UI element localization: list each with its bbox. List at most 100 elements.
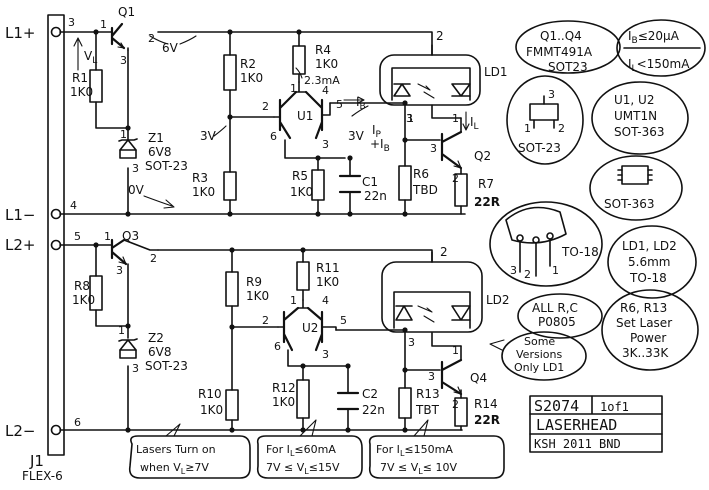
svg-text:P0805: P0805 xyxy=(538,315,576,329)
svg-text:7V ≤ VL≤ 10V: 7V ≤ VL≤ 10V xyxy=(380,461,457,476)
sot23-chip-icon xyxy=(529,103,559,121)
note-ld-package: LD1, LD2 5.6mm TO-18 xyxy=(607,225,697,299)
ld2-label: LD2 xyxy=(486,293,510,307)
zener-z1: 1 3 Z1 6V8 SOT-23 xyxy=(118,128,188,175)
terminal-l2-minus: L2− xyxy=(5,422,35,440)
svg-text:R6, R13: R6, R13 xyxy=(620,301,667,315)
q3-label: Q3 xyxy=(122,229,139,243)
svg-text:Lasers Turn on: Lasers Turn on xyxy=(136,443,216,456)
svg-text:C2: C2 xyxy=(362,387,378,401)
capacitor-c1: C1 22n xyxy=(338,174,387,203)
svg-text:R8: R8 xyxy=(74,279,90,293)
svg-text:R5: R5 xyxy=(292,169,308,183)
resistor-r10: R10 1K0 xyxy=(198,387,239,421)
svg-text:TO-18: TO-18 xyxy=(561,245,599,259)
channel-1-wiring: VL 0V xyxy=(59,31,466,215)
svg-text:3: 3 xyxy=(430,142,437,155)
svg-text:6: 6 xyxy=(274,340,281,353)
svg-text:1: 1 xyxy=(100,18,107,31)
svg-text:7V ≤ VL≤15V: 7V ≤ VL≤15V xyxy=(266,461,340,476)
svg-text:6V8: 6V8 xyxy=(148,345,171,359)
resistor-r5: R5 1K0 xyxy=(290,169,325,201)
svg-text:Q1..Q4: Q1..Q4 xyxy=(540,29,582,43)
svg-text:R1: R1 xyxy=(72,71,88,85)
svg-text:1: 1 xyxy=(290,294,297,307)
sheet-number: 1of1 xyxy=(600,400,629,414)
svg-text:22R: 22R xyxy=(474,413,500,427)
svg-text:3K..33K: 3K..33K xyxy=(622,346,669,360)
svg-text:For IL≤60mA: For IL≤60mA xyxy=(266,443,336,458)
svg-text:R14: R14 xyxy=(474,397,498,411)
svg-text:Z1: Z1 xyxy=(148,131,164,145)
connector-j1: L1+ L1− L2+ L2− J1 FLEX-6 3 4 5 6 xyxy=(5,14,81,483)
svg-text:Z2: Z2 xyxy=(148,331,164,345)
svg-text:1K0: 1K0 xyxy=(240,71,263,85)
svg-text:R10: R10 xyxy=(198,387,222,401)
note-q-package: Q1..Q4 FMMT491A SOT23 xyxy=(515,20,621,74)
svg-text:SOT-23: SOT-23 xyxy=(145,359,188,373)
note-lasers-turn-on: Lasers Turn on when VL≥7V xyxy=(128,423,251,479)
transistor-q1: Q1 3 1 2 6V xyxy=(100,5,197,67)
svg-text:3: 3 xyxy=(132,162,139,175)
svg-text:R2: R2 xyxy=(240,57,256,71)
note-ldz-60ma: For IL≤60mA 7V ≤ VL≤15V xyxy=(256,419,363,479)
pin-label-5: 5 xyxy=(74,230,81,243)
svg-text:3: 3 xyxy=(408,336,415,349)
svg-text:2: 2 xyxy=(558,122,565,135)
svg-text:2: 2 xyxy=(150,252,157,265)
svg-text:3: 3 xyxy=(428,370,435,383)
svg-text:3: 3 xyxy=(132,362,139,375)
ib-label: IB xyxy=(356,95,366,112)
svg-text:2: 2 xyxy=(262,100,269,113)
terminal-l2-plus: L2+ xyxy=(5,236,35,254)
connector-pin-5 xyxy=(50,239,62,251)
svg-text:R7: R7 xyxy=(478,177,494,191)
svg-text:3: 3 xyxy=(120,54,127,67)
svg-text:1K0: 1K0 xyxy=(315,57,338,71)
drawing-footer: KSH 2011 BND xyxy=(534,437,621,451)
svg-text:Versions: Versions xyxy=(516,348,562,361)
svg-text:R11: R11 xyxy=(316,261,340,275)
q4-label: Q4 xyxy=(470,371,487,385)
svg-text:SOT23: SOT23 xyxy=(548,60,588,74)
svg-text:Power: Power xyxy=(630,331,666,345)
svg-text:1K0: 1K0 xyxy=(246,289,269,303)
svg-text:Some: Some xyxy=(524,335,555,348)
pin-label-6: 6 xyxy=(74,416,81,429)
transistor-array-u2: U2 2 1 4 6 3 5 xyxy=(262,294,347,361)
resistor-r14: R14 22R xyxy=(454,397,500,427)
title-block: S2074 1of1 LASERHEAD KSH 2011 BND xyxy=(529,395,663,453)
svg-text:3: 3 xyxy=(510,264,517,277)
svg-text:TO-18: TO-18 xyxy=(629,271,667,285)
r3-3v-label: 3V xyxy=(200,129,217,143)
svg-text:TBT: TBT xyxy=(415,403,440,417)
svg-text:1: 1 xyxy=(118,324,125,337)
svg-text:1K0: 1K0 xyxy=(272,395,295,409)
svg-text:4: 4 xyxy=(322,84,329,97)
svg-text:SOT-363: SOT-363 xyxy=(614,125,665,139)
svg-text:1: 1 xyxy=(290,82,297,95)
svg-text:ALL R,C: ALL R,C xyxy=(532,301,578,315)
svg-text:IL<150mA: IL<150mA xyxy=(628,57,690,74)
note-to18-package: 3 2 1 TO-18 xyxy=(489,201,603,287)
ld1-label: LD1 xyxy=(484,65,508,79)
svg-text:1: 1 xyxy=(120,128,127,141)
note-current-limits: IB≤20µA IL<150mA xyxy=(616,19,706,77)
svg-text:3: 3 xyxy=(406,112,413,125)
capacitor-c2: C2 22n xyxy=(336,387,385,417)
laser-diode-ld2: 2 LD2 1 xyxy=(381,245,510,357)
svg-text:FMMT491A: FMMT491A xyxy=(526,45,593,59)
ip-ib-label: IP xyxy=(372,123,382,140)
q1-label: Q1 xyxy=(118,5,135,19)
svg-text:3: 3 xyxy=(322,348,329,361)
sot363-chip-icon xyxy=(621,165,649,185)
svg-text:C1: C1 xyxy=(362,175,378,189)
svg-text:1: 1 xyxy=(104,230,111,243)
svg-text:1: 1 xyxy=(452,344,459,357)
connector-type: FLEX-6 xyxy=(22,469,63,483)
transistor-array-u1: U1 2 1 4 6 3 5 IB xyxy=(262,81,366,151)
svg-text:3: 3 xyxy=(548,88,555,101)
note-versions: Some Versions Only LD1 xyxy=(489,331,587,381)
svg-text:1K0: 1K0 xyxy=(72,293,95,307)
laser-diode-ld1: 2 LD1 3 1 IL xyxy=(379,29,508,132)
